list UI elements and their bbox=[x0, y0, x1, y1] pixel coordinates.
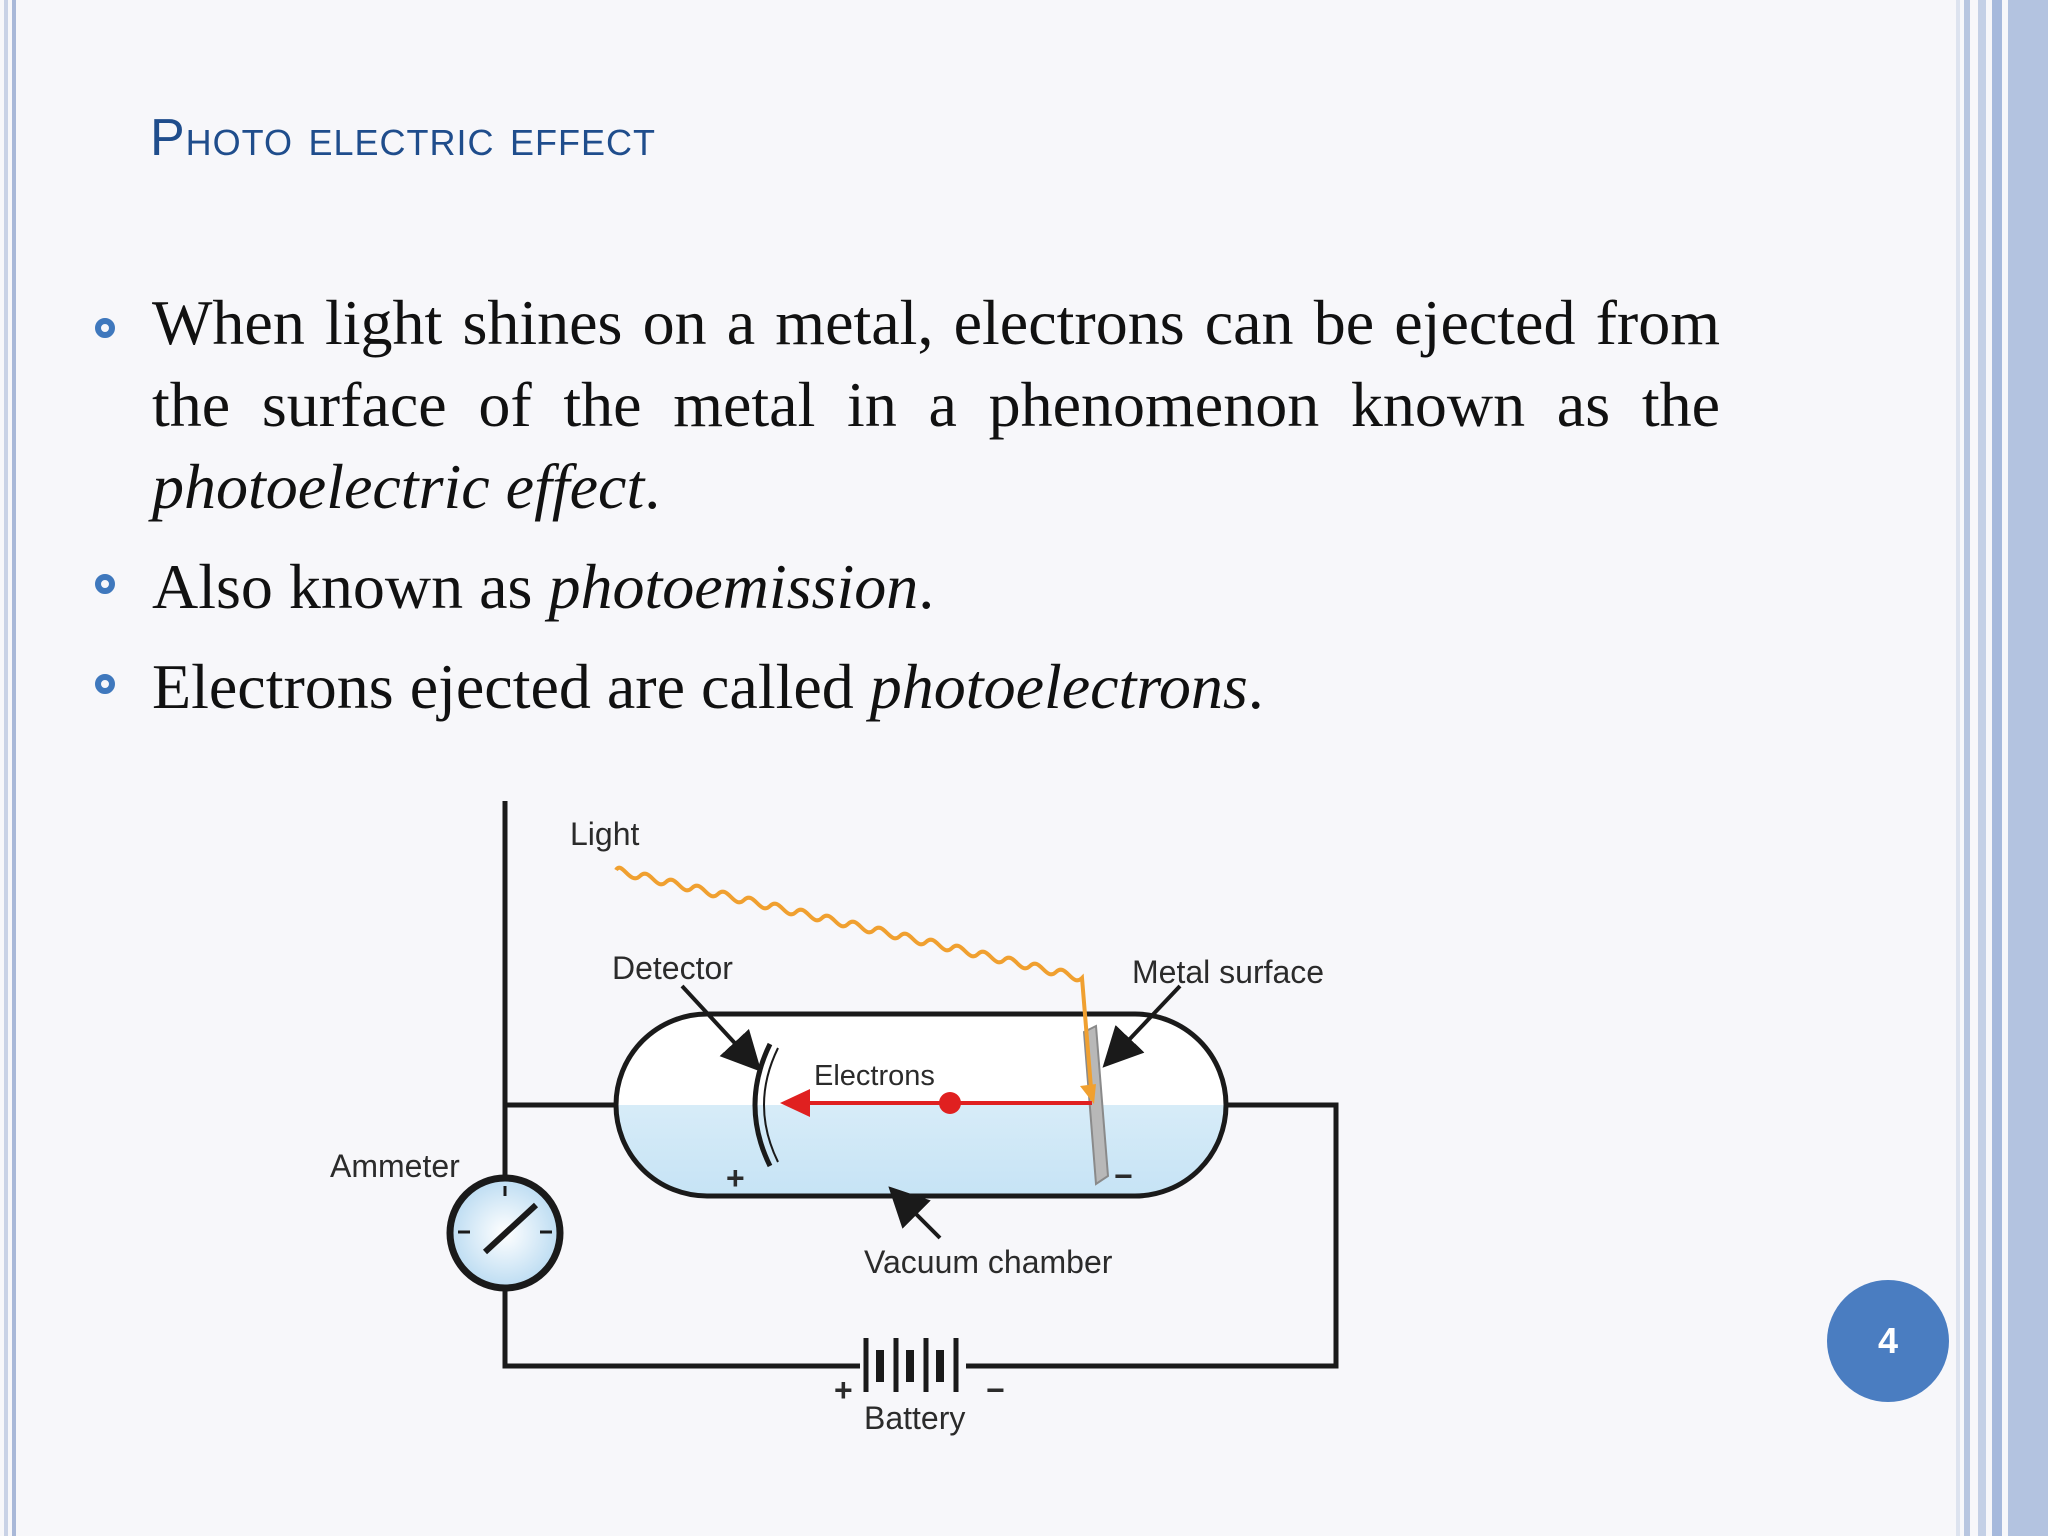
bullet-text-plain: . bbox=[918, 551, 935, 622]
right-border-stripe bbox=[1964, 0, 1970, 1536]
metal-surface-label: Metal surface bbox=[1132, 954, 1325, 990]
ammeter-needle bbox=[482, 1202, 539, 1255]
bullet-text: When light shines on a metal, electrons … bbox=[152, 282, 1720, 528]
vacuum-chamber-pointer bbox=[888, 1186, 942, 1240]
electrons-label: Electrons bbox=[814, 1060, 935, 1092]
circuit-wire bbox=[966, 1102, 1339, 1369]
detector-plate bbox=[752, 1042, 773, 1168]
bullet-text-plain: When light shines on a metal, electrons … bbox=[152, 287, 1720, 440]
battery-plus-sign: + bbox=[834, 1372, 853, 1408]
ammeter-label: Ammeter bbox=[330, 1148, 460, 1184]
slide-title: Photo electric effect bbox=[150, 109, 656, 167]
bullet-text-plain: . bbox=[644, 451, 661, 522]
bullet-ring-icon bbox=[95, 674, 115, 694]
diagram-graphic bbox=[446, 801, 1339, 1392]
bullet-text-emphasis: photoelectric effect bbox=[152, 451, 645, 522]
bullet-text: Also known as photoemission. bbox=[152, 546, 1720, 628]
left-border-stripe bbox=[12, 0, 16, 1536]
left-border bbox=[0, 0, 22, 1536]
electron-dot bbox=[939, 1092, 961, 1114]
detector-plus-sign: + bbox=[726, 1160, 745, 1196]
right-border-stripe bbox=[2008, 0, 2048, 1536]
photoelectric-diagram: Light Detector Metal surface Electrons A… bbox=[300, 800, 1380, 1460]
battery-label: Battery bbox=[864, 1400, 966, 1436]
right-border bbox=[1956, 0, 2048, 1536]
metal-surface-pointer bbox=[1102, 984, 1182, 1068]
light-label: Light bbox=[570, 816, 640, 852]
bullet-text-emphasis: photoemission bbox=[548, 551, 919, 622]
page-number-badge: 4 bbox=[1827, 1280, 1949, 1402]
battery-minus-sign: − bbox=[986, 1372, 1005, 1408]
light-arrowhead-icon bbox=[1080, 1084, 1096, 1104]
battery-icon bbox=[863, 1338, 959, 1392]
detector-pointer bbox=[680, 984, 762, 1072]
metal-minus-sign: − bbox=[1114, 1158, 1133, 1194]
bullet-ring-icon bbox=[95, 318, 115, 338]
electron-arrowhead-icon bbox=[780, 1089, 810, 1117]
bullet-text: Electrons ejected are called photoelectr… bbox=[152, 646, 1720, 728]
bullet-text-plain: Also known as bbox=[152, 551, 549, 622]
detector-label: Detector bbox=[612, 950, 733, 986]
bullet-text-plain: Electrons ejected are called bbox=[152, 651, 870, 722]
vacuum-chamber-label: Vacuum chamber bbox=[864, 1244, 1113, 1280]
circuit-wire bbox=[502, 1288, 860, 1369]
detector-plate bbox=[763, 1047, 779, 1163]
bullet-text-emphasis: photoelectrons bbox=[869, 651, 1248, 722]
right-border-stripe bbox=[1956, 0, 1960, 1536]
left-border-stripe bbox=[4, 0, 8, 1536]
light-wave bbox=[614, 865, 1094, 1101]
bullet-text-plain: . bbox=[1247, 651, 1264, 722]
bullet-ring-icon bbox=[95, 574, 115, 594]
right-border-stripe bbox=[1978, 0, 1986, 1536]
right-border-stripe bbox=[1992, 0, 2002, 1536]
